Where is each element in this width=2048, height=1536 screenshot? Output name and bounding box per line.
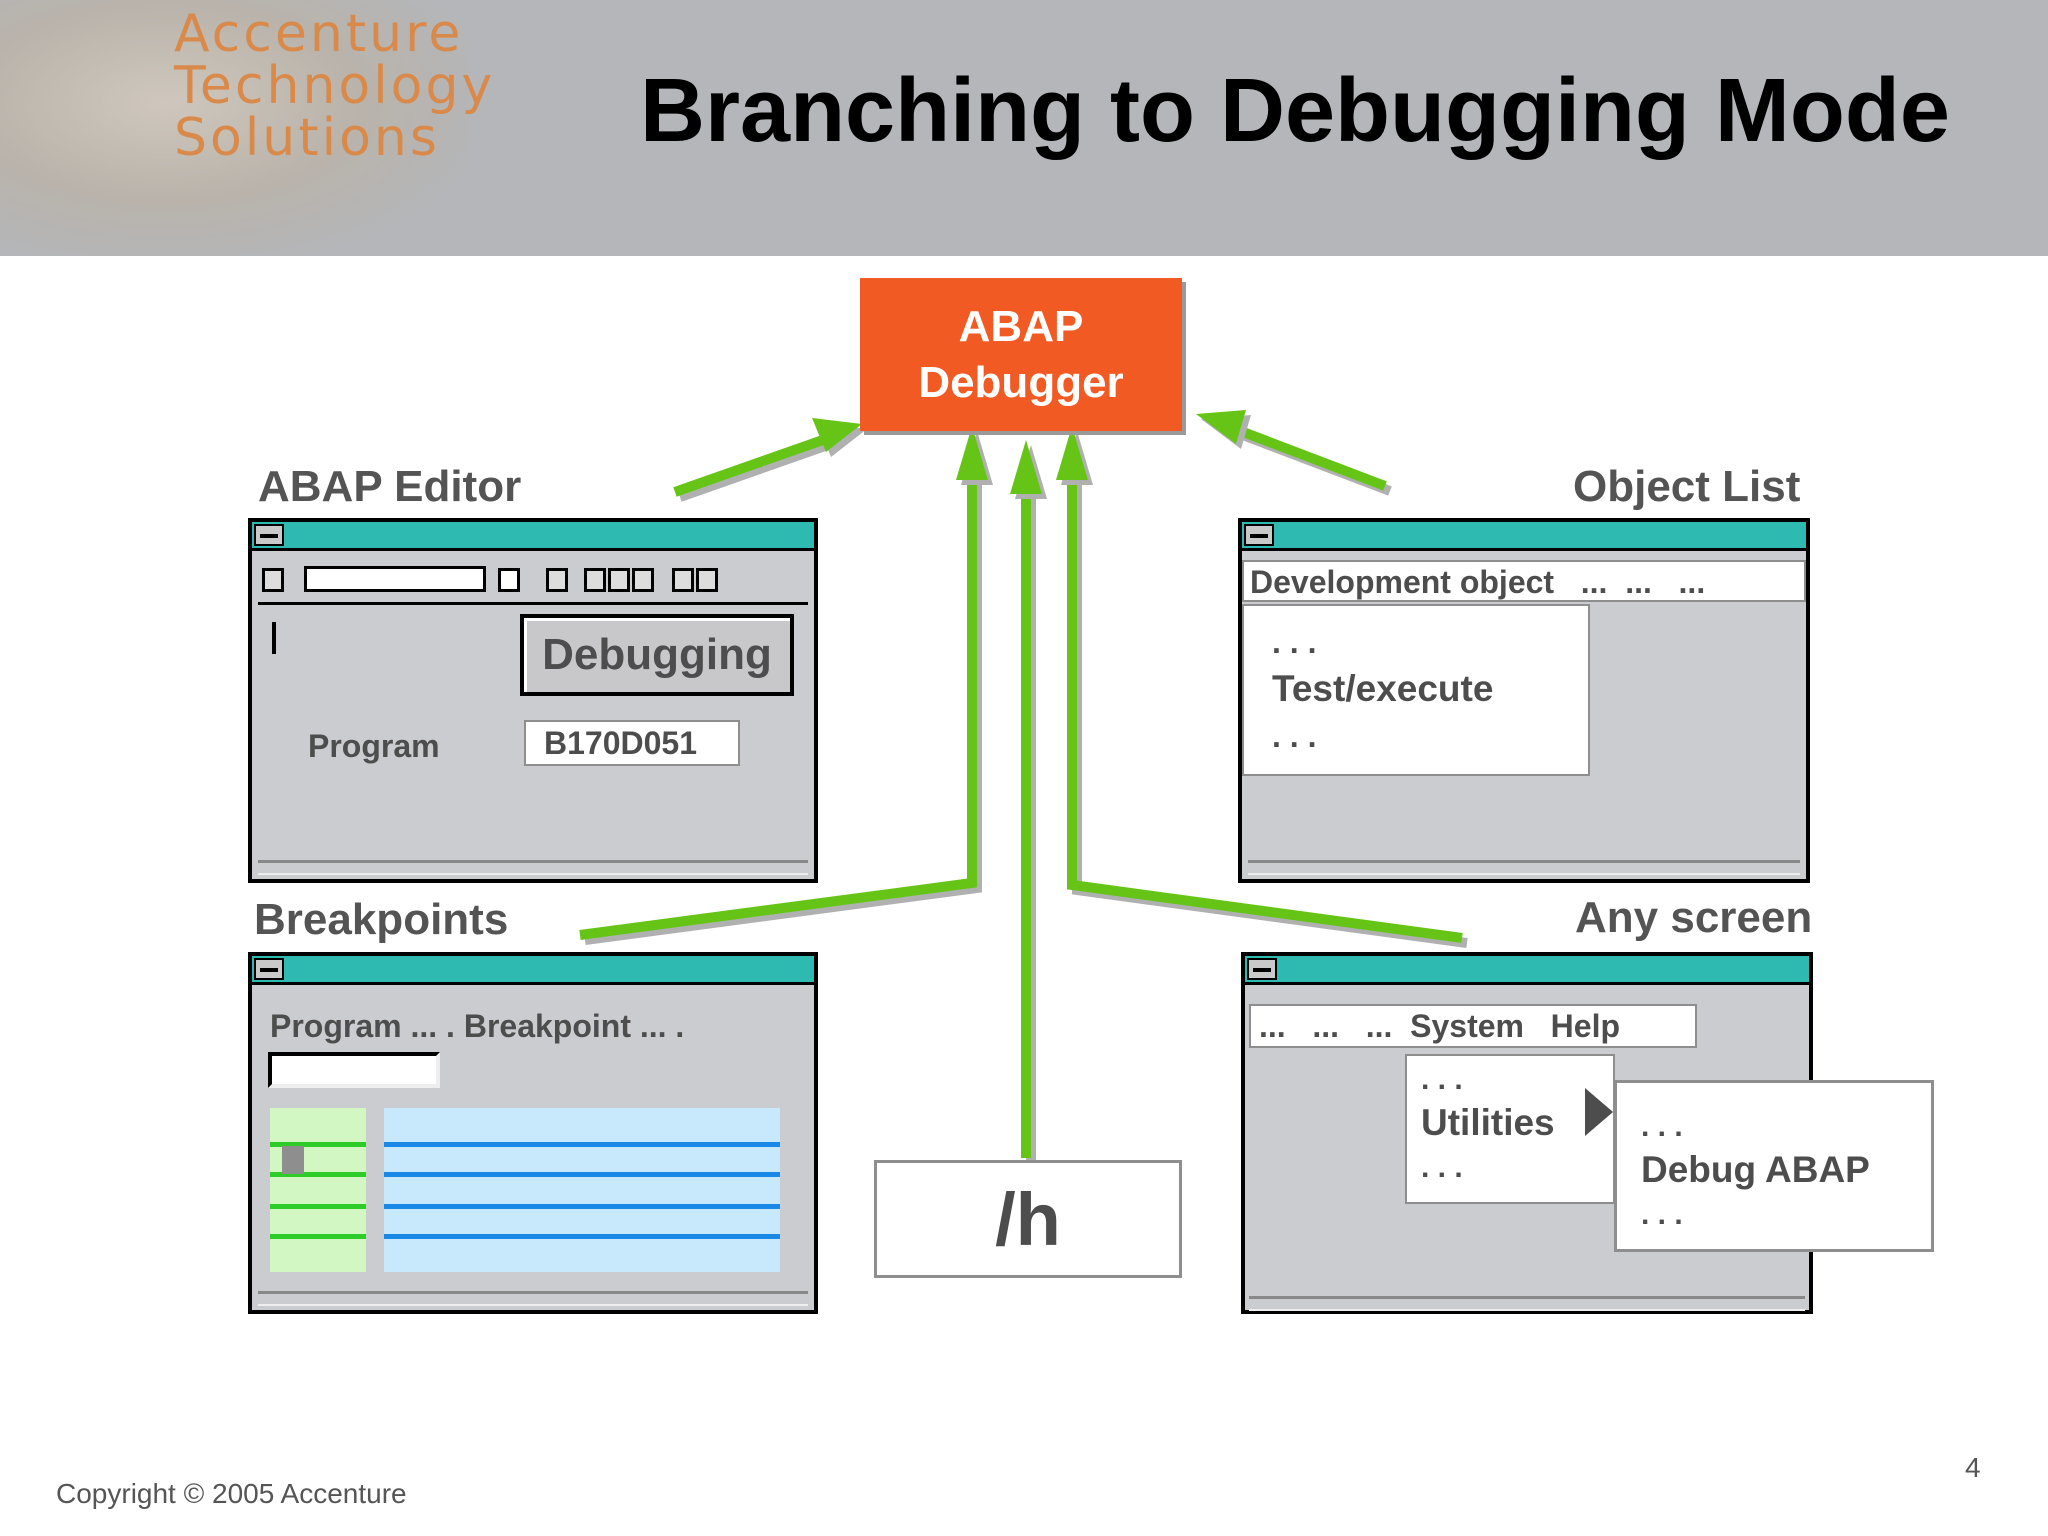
breakpoint-icon[interactable] <box>282 1146 304 1174</box>
toolbar-divider <box>258 602 808 605</box>
arrowhead-breakpoints <box>956 426 988 480</box>
arrow-object-list <box>1220 419 1387 491</box>
slide-title: Branching to Debugging Mode <box>640 61 1950 161</box>
arrowhead-command <box>1010 440 1042 494</box>
menu-item-utilities[interactable]: Utilities <box>1421 1102 1555 1143</box>
dropdown-menu: . . . Test/execute . . . <box>1242 604 1590 776</box>
logo-photo <box>0 0 470 256</box>
command-box: /h <box>874 1160 1182 1278</box>
arrow-any-screen <box>1067 454 1463 943</box>
system-menu-icon[interactable] <box>254 524 284 546</box>
debugger-line-2: Debugger <box>918 357 1124 407</box>
arrowhead-editor <box>812 418 862 452</box>
object-list-caption: Object List <box>1573 462 1801 511</box>
breakpoint-list <box>384 1108 780 1272</box>
text-cursor <box>272 622 276 654</box>
copyright-text: Copyright © 2005 Accenture <box>56 1478 407 1509</box>
logo-line-2: Technology <box>174 56 496 116</box>
abap-editor-window: Debugging Program B170D051 <box>248 518 818 883</box>
system-menu-icon[interactable] <box>254 958 284 980</box>
debugging-button-label: Debugging <box>542 630 772 679</box>
menu-bar-text[interactable]: Program ... . Breakpoint ... . <box>270 1008 685 1044</box>
status-bar <box>258 1291 808 1306</box>
system-menu-icon[interactable] <box>1244 524 1274 546</box>
dropdown-icon[interactable] <box>498 568 520 592</box>
toolbar-icon[interactable] <box>262 568 284 592</box>
menu-bar: Development object ... ... ... <box>1242 560 1806 602</box>
toolbar-icon[interactable] <box>584 568 606 592</box>
utilities-flyout: . . . Debug ABAP . . . <box>1614 1080 1934 1252</box>
status-bar <box>1248 860 1800 875</box>
company-logo: Accenture Technology Solutions <box>174 8 494 164</box>
window-titlebar <box>252 956 814 985</box>
toolbar-icon[interactable] <box>696 568 718 592</box>
slide-header: Accenture Technology Solutions Branching… <box>0 0 2048 256</box>
logo-line-1: Accenture <box>174 4 464 64</box>
toolbar-icon[interactable] <box>608 568 630 592</box>
menu-item[interactable]: . . . <box>1641 1198 1683 1231</box>
debugger-line-1: ABAP <box>958 301 1084 351</box>
program-input-value: B170D051 <box>544 724 697 761</box>
abap-debugger-box: ABAP Debugger <box>860 278 1182 431</box>
arrow-breakpoints <box>579 454 977 940</box>
menu-item[interactable]: . . . <box>1272 624 1317 660</box>
window-titlebar <box>1242 522 1806 551</box>
menu-item[interactable]: . . . <box>1272 718 1317 754</box>
window-titlebar <box>1245 956 1809 985</box>
status-bar <box>1249 1296 1805 1311</box>
command-text: /h <box>995 1177 1061 1261</box>
status-bar <box>258 860 808 875</box>
arrow-editor <box>673 429 842 497</box>
window-titlebar <box>252 522 814 551</box>
menu-item-test-execute[interactable]: Test/execute <box>1272 668 1494 709</box>
any-screen-caption: Any screen <box>1575 893 1813 942</box>
logo-line-3: Solutions <box>174 108 440 168</box>
object-list-window: Development object ... ... ... . . . Tes… <box>1238 518 1810 883</box>
input-field[interactable] <box>268 1052 440 1088</box>
breakpoints-caption: Breakpoints <box>254 895 509 944</box>
arrowhead-object-list <box>1196 410 1246 444</box>
command-field[interactable] <box>304 566 486 592</box>
menu-item-debug-abap[interactable]: Debug ABAP <box>1641 1149 1870 1190</box>
page-number: 4 <box>1965 1452 1981 1483</box>
toolbar-icon[interactable] <box>546 568 568 592</box>
debugging-button[interactable]: Debugging <box>520 614 794 696</box>
toolbar-icon[interactable] <box>632 568 654 592</box>
breakpoints-window: Program ... . Breakpoint ... . <box>248 952 818 1314</box>
menu-bar-text[interactable]: ... ... ... System Help <box>1259 1008 1620 1044</box>
system-dropdown: . . . Utilities . . . <box>1405 1054 1615 1204</box>
menu-bar-text[interactable]: Development object ... ... ... <box>1250 564 1706 600</box>
menu-item[interactable]: . . . <box>1641 1110 1683 1143</box>
arrowhead-any-screen <box>1056 426 1088 480</box>
submenu-arrow-icon <box>1585 1088 1613 1136</box>
breakpoint-marker-column <box>270 1108 366 1272</box>
toolbar-icon[interactable] <box>672 568 694 592</box>
menu-item[interactable]: . . . <box>1421 1063 1463 1096</box>
program-input[interactable]: B170D051 <box>524 720 740 766</box>
system-menu-icon[interactable] <box>1247 958 1277 980</box>
menu-bar: ... ... ... System Help <box>1249 1004 1697 1048</box>
program-label: Program <box>308 728 440 764</box>
menu-item[interactable]: . . . <box>1421 1151 1463 1184</box>
abap-editor-caption: ABAP Editor <box>258 462 522 511</box>
